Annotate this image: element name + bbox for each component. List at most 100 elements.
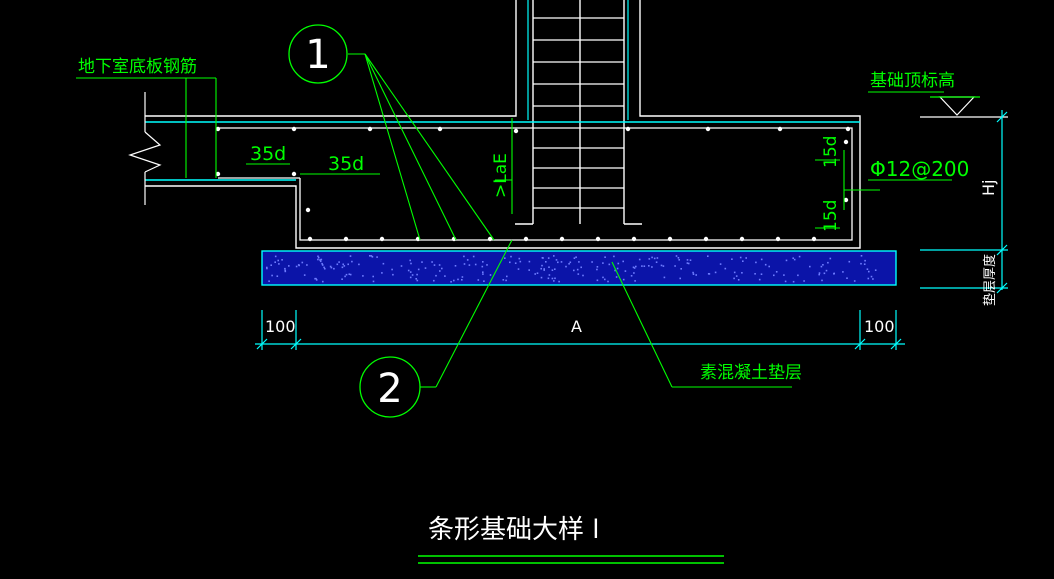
cushion-speckle [303,274,306,276]
cushion-speckle [660,264,663,267]
height-hj-label: Hj [979,180,998,196]
cushion-speckle [798,255,801,258]
cushion-speckle [573,257,576,259]
plain-concrete-cushion [261,250,897,286]
cushion-speckle [333,267,335,270]
rebar-dot [667,236,673,242]
cushion-speckle [604,256,606,258]
callout-1-circle [288,24,348,84]
cushion-speckle [737,279,740,281]
cushion-speckle [803,280,805,282]
cushion-speckle [719,263,722,265]
cushion-speckle [344,275,346,278]
cushion-speckle [558,280,560,283]
leader-lines [76,53,952,388]
cushion-speckle [450,281,452,283]
cushion-speckle [596,279,599,282]
cushion-speckle [351,260,353,263]
cushion-speckle [410,262,412,265]
cushion-speckle [573,269,575,272]
cushion-speckle [268,280,270,282]
cushion-speckle [604,278,606,281]
cushion-speckle [349,255,352,257]
cushion-speckle [284,269,286,272]
rebar-dot [843,197,849,203]
cushion-speckle [463,263,466,265]
cushion-speckle [266,267,268,270]
cushion-speckle [829,257,832,260]
cushion-speckle [409,259,411,262]
cushion-speckle [638,258,641,261]
cushion-speckle [755,261,757,264]
cushion-speckle [315,279,318,281]
cushion-speckle [528,260,531,263]
cushion-speckle [860,262,862,265]
footing-rebar [218,127,853,241]
cushion-speckle [502,279,505,281]
cushion-speckle [321,264,324,266]
cushion-speckle [553,255,555,257]
cushion-speckle [692,273,695,275]
cushion-speckle [622,278,625,281]
cushion-speckle [482,271,484,273]
rebar-spec-label: Φ12@200 [870,157,969,181]
cushion-speckle [506,275,508,278]
cushion-speckle [330,266,333,269]
cushion-speckle [543,269,545,271]
cushion-speckle [687,262,690,265]
cushion-speckle [505,279,507,282]
cushion-speckle [820,265,823,268]
cushion-speckle [489,274,492,276]
cushion-speckle [648,265,650,267]
lap-35d-mid: 35d [328,153,364,175]
cushion-speckle [569,261,572,264]
cushion-speckle [874,269,877,271]
cushion-speckle [481,265,484,268]
cushion-speckle [827,261,829,264]
cushion-speckle [739,256,742,259]
cushion-speckle [616,267,619,270]
cushion-speckle [614,269,616,272]
rebar-dot [305,207,311,213]
cushion-speckle [362,275,364,277]
cushion-speckle [336,263,339,266]
rebar-dot [703,236,709,242]
cushion-speckle [553,280,555,282]
drawing-title: 条形基础大样 l [428,515,600,545]
cushion-speckle [785,259,788,262]
cushion-speckle [417,268,420,271]
cushion-speckle [578,261,580,263]
cushion-speckle [545,261,547,263]
cushion-speckle [329,265,332,268]
cushion-speckle [635,265,637,268]
cushion-speckle [633,267,636,269]
cushion-speckle [372,280,375,283]
cushion-speckle [444,275,446,277]
rebar-dot [705,126,711,132]
cushion-speckle [433,264,436,266]
cushion-speckle [435,274,437,277]
cushion-speckle [518,257,521,260]
cushion-speckle [281,259,283,261]
right-dimension [920,110,1008,294]
cushion-speckle [848,260,851,263]
cushion-speckle [400,265,403,267]
rebar-dot [559,236,565,242]
cushion-speckle [416,273,418,276]
cushion-speckle [662,265,665,267]
cushion-speckle [477,279,480,281]
cushion-speckle [868,270,870,273]
hook-15d-bottom: 15d [821,200,841,232]
cushion-speckle [602,262,604,264]
cushion-speckle [345,273,348,276]
basement-rebar-label: 地下室底板钢筋 [78,57,197,77]
cushion-speckle [554,277,556,280]
rebar-dot [775,236,781,242]
cushion-speckle [792,280,795,283]
cushion-speckle [358,263,360,266]
cushion-speckle [297,264,300,266]
cushion-speckle [764,263,767,266]
cushion-speckle [349,273,352,276]
cushion-speckle [630,275,633,277]
cushion-speckle [822,264,824,266]
